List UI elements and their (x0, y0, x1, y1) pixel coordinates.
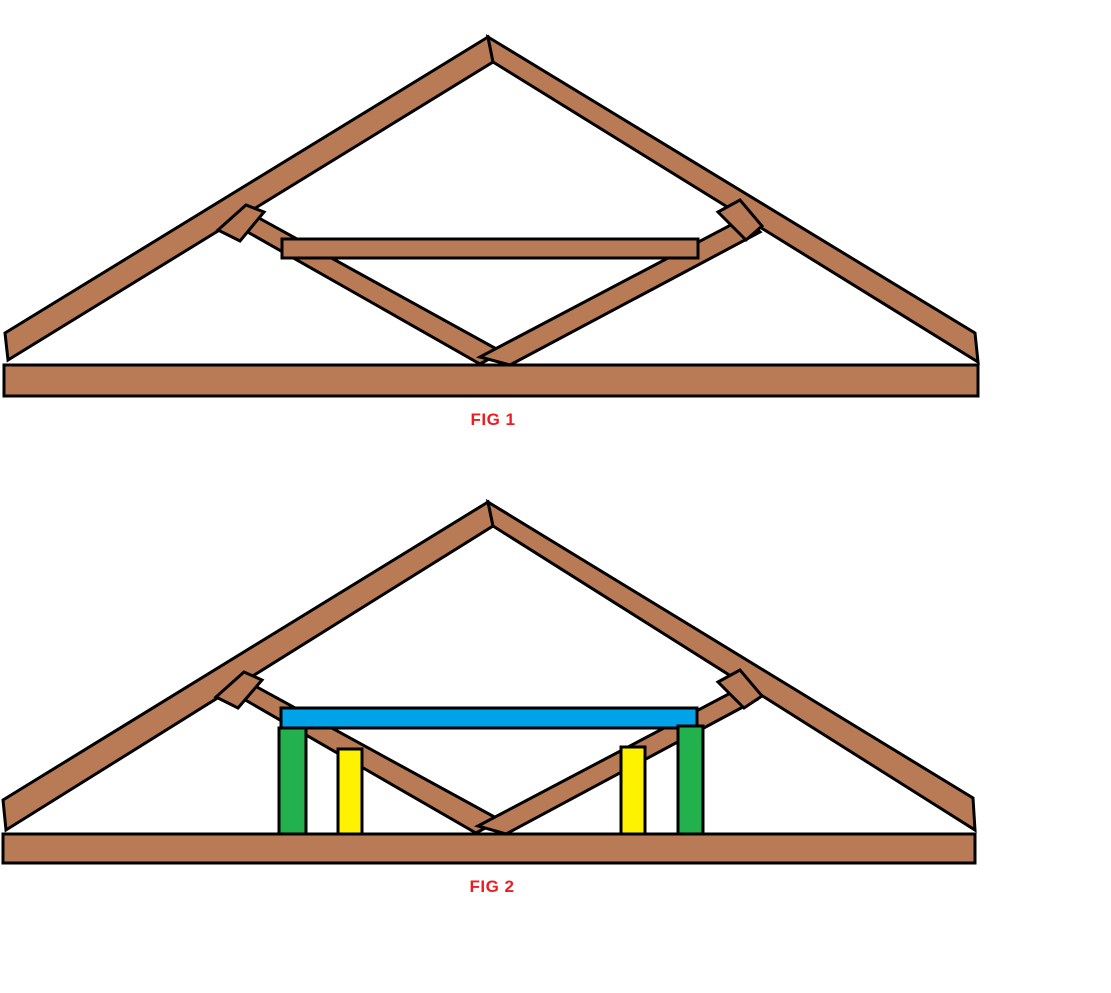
fig2-right-inner-post (619, 745, 647, 836)
fig2-right-outer-post (676, 724, 705, 836)
fig2-bottom-chord (1, 832, 977, 865)
figure-2-truss (1, 498, 977, 865)
fig2-collar-replacement (279, 706, 699, 730)
fig1-left-gusset (215, 203, 267, 243)
fig2-left-outer-post (277, 726, 308, 836)
fig2-left-web (225, 678, 504, 835)
fig2-right-rafter (485, 498, 977, 833)
fig1-bottom-chord (2, 363, 980, 398)
fig1-left-web (226, 210, 506, 366)
fig1-right-gusset (715, 198, 765, 243)
fig1-right-rafter (485, 33, 980, 365)
fig1-caption: FIG 1 (470, 410, 516, 429)
fig2-right-gusset (715, 668, 765, 710)
fig2-caption: FIG 2 (469, 877, 515, 896)
fig2-left-inner-post (336, 747, 364, 836)
fig2-left-gusset (213, 670, 265, 710)
figure-1-truss (2, 33, 980, 398)
fig1-collar-tie (280, 237, 700, 260)
